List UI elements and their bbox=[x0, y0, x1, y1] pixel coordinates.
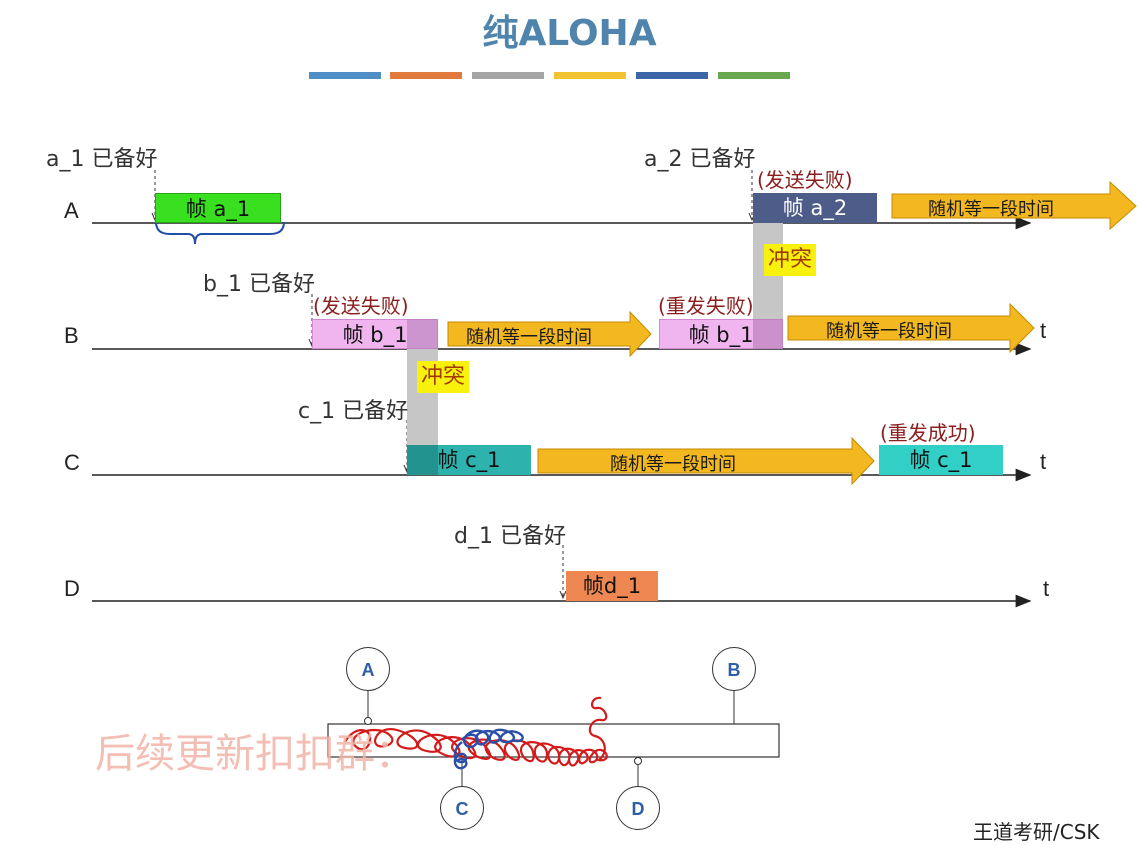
handdrawn-brace bbox=[155, 221, 285, 245]
color-bar-segment-1 bbox=[309, 72, 381, 79]
ready-label-c1: c_1 已备好 bbox=[298, 399, 409, 424]
credit-text: 王道考研/CSK bbox=[973, 820, 1100, 844]
backoff-arrow-b2 bbox=[787, 302, 1035, 354]
collision-label-1: 冲突 bbox=[417, 361, 470, 393]
red-scribble bbox=[344, 696, 608, 767]
frame-d1: 帧d_1 bbox=[566, 571, 658, 601]
backoff-arrow-c bbox=[537, 436, 875, 486]
backoff-label-b2: 随机等一段时间 bbox=[826, 321, 952, 342]
backoff-arrow-a bbox=[891, 180, 1137, 231]
status-b1-fail: (发送失败) bbox=[313, 294, 409, 318]
bus-tap-A bbox=[364, 717, 372, 725]
row-label-B: B bbox=[64, 323, 79, 348]
color-bar-segment-6 bbox=[718, 72, 790, 79]
axis-t-label-B: t bbox=[1040, 318, 1047, 343]
frame-c1-second: 帧 c_1 bbox=[879, 445, 1003, 475]
watermark-text: 后续更新扣扣群： bbox=[95, 731, 415, 777]
color-bar-segment-2 bbox=[390, 72, 462, 79]
frame-a2: 帧 a_2 bbox=[753, 193, 877, 223]
frame-b2-overlap bbox=[753, 319, 783, 349]
backoff-arrow-b1 bbox=[447, 310, 652, 358]
node-B: B bbox=[712, 647, 756, 691]
color-bar-segment-4 bbox=[554, 72, 626, 79]
color-bar-segment-3 bbox=[472, 72, 544, 79]
ready-label-d1: d_1 已备好 bbox=[454, 524, 566, 549]
node-D: D bbox=[616, 786, 660, 830]
row-label-D: D bbox=[64, 576, 80, 601]
row-label-A: A bbox=[64, 198, 79, 223]
frame-a1: 帧 a_1 bbox=[155, 193, 281, 223]
backoff-label-c: 随机等一段时间 bbox=[610, 454, 736, 475]
collision-label-2: 冲突 bbox=[764, 244, 817, 276]
axis-t-label-D: t bbox=[1043, 576, 1050, 601]
status-c1-resend-ok: (重发成功) bbox=[880, 421, 976, 445]
axis-t-label-C: t bbox=[1040, 449, 1047, 474]
ready-label-a2: a_2 已备好 bbox=[644, 147, 756, 172]
frame-c1-overlap bbox=[407, 445, 438, 475]
color-bar-segment-5 bbox=[636, 72, 708, 79]
node-C: C bbox=[440, 786, 484, 830]
node-A: A bbox=[346, 647, 390, 691]
bus-tap-D bbox=[634, 757, 642, 765]
ready-label-a1: a_1 已备好 bbox=[46, 147, 158, 172]
page-title: 纯ALOHA bbox=[482, 13, 657, 54]
bus-bar bbox=[327, 723, 780, 758]
blue-scribble bbox=[453, 728, 524, 770]
frame-b1-overlap bbox=[407, 319, 438, 349]
status-b1-resend-fail: (重发失败) bbox=[658, 294, 754, 318]
status-a2-fail: (发送失败) bbox=[757, 168, 853, 192]
row-label-C: C bbox=[64, 450, 80, 475]
backoff-label-b1: 随机等一段时间 bbox=[466, 327, 592, 348]
ready-label-b1: b_1 已备好 bbox=[203, 272, 315, 297]
backoff-label-a: 随机等一段时间 bbox=[928, 199, 1054, 220]
